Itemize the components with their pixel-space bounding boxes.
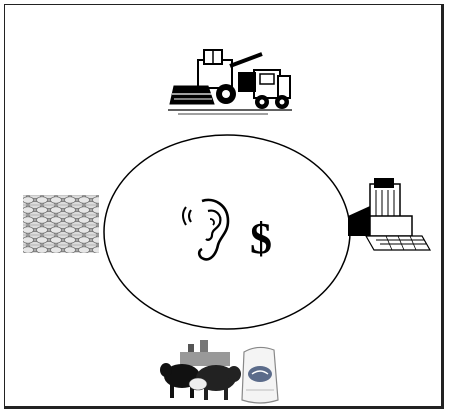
wheat-grains-icon xyxy=(23,195,99,253)
cattle-and-flour-bag-icon xyxy=(160,340,278,403)
center-circle xyxy=(104,135,350,329)
harvester-and-truck-icon xyxy=(168,50,292,114)
grain-elevator-icon xyxy=(348,178,430,250)
dollar-sign: $ xyxy=(250,214,272,263)
